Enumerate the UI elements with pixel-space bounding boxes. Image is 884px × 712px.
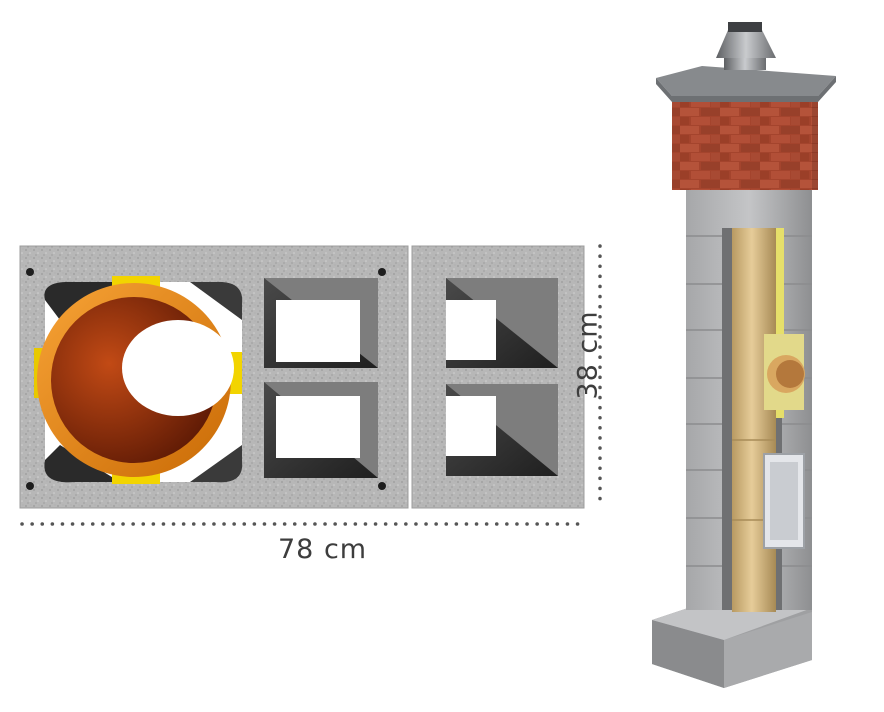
flue-pipe-opening	[122, 320, 234, 416]
dowel-hole	[378, 268, 386, 276]
chimney-block-cross-section-icon	[19, 245, 585, 509]
dowel-hole	[26, 268, 34, 276]
chimney-cap-slab	[656, 66, 836, 96]
chimney-system-cutaway-icon	[652, 22, 836, 688]
dowel-hole	[378, 482, 386, 490]
rain-cap	[716, 30, 776, 58]
ventilation-channel	[264, 278, 378, 368]
ventilation-channel	[446, 384, 558, 476]
brick-crown	[672, 88, 818, 190]
height-dimension-label: 38 cm	[572, 310, 604, 400]
dowel-hole	[26, 482, 34, 490]
ventilation-channel	[446, 278, 558, 368]
width-dimension-label: 78 cm	[278, 534, 368, 565]
flue-liner	[732, 228, 776, 612]
ventilation-channel	[264, 382, 378, 478]
